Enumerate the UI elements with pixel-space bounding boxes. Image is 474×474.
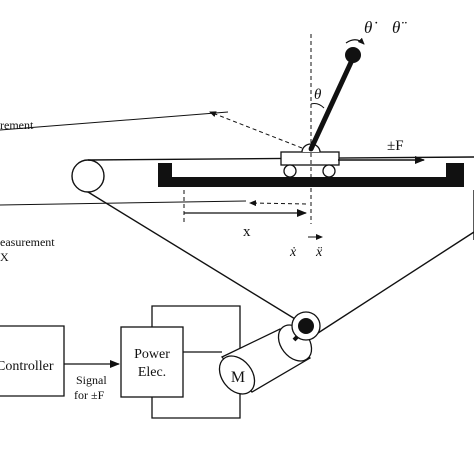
force-label: ±F — [387, 138, 404, 154]
motor-label: M — [231, 369, 245, 386]
theta-dot-label: θ̇ — [364, 18, 377, 37]
position-measurement-label-1: easurement — [0, 235, 55, 249]
x-dimension — [183, 190, 323, 240]
position-measurement-signal — [0, 200, 307, 207]
controller-label: Controller — [0, 359, 54, 374]
motor-pulley-hub — [298, 318, 314, 334]
rotation-arrow — [345, 37, 365, 45]
power-label-2: Elec. — [138, 365, 166, 380]
position-sensor-dashed — [249, 200, 307, 207]
x-ddot-label: ẍ — [315, 245, 323, 260]
angle-sensor-dashed — [209, 111, 303, 149]
power-box — [120, 326, 184, 398]
angle-measurement-signal — [0, 111, 303, 149]
cart-body — [280, 151, 340, 166]
power-label-1: Power — [134, 347, 170, 362]
angle-signal-line — [0, 111, 229, 131]
theta-label: θ — [314, 87, 322, 103]
pendulum-bob — [345, 47, 361, 63]
theta-ddot-label: θ̈ — [392, 18, 407, 37]
cart-wheel-left — [283, 164, 297, 178]
controller-box — [0, 325, 65, 397]
signal-label-2: for ±F — [74, 388, 105, 402]
motor — [218, 311, 321, 395]
cart — [280, 143, 340, 178]
motor-front-face — [218, 355, 256, 395]
pendulum-rod — [308, 56, 356, 151]
signal-label-1: Signal — [76, 373, 107, 387]
angle-measurement-label: rement — [0, 118, 34, 132]
belt-pulley — [71, 159, 105, 193]
position-signal-line — [0, 200, 247, 206]
cart-wheel-right — [322, 164, 336, 178]
belt-lower-right — [317, 231, 474, 334]
pendulum — [308, 34, 365, 224]
theta-arc — [310, 103, 325, 109]
belt-lower-left — [87, 191, 301, 323]
controller-block — [0, 325, 120, 397]
x-dot-label: ẋ — [289, 245, 297, 260]
position-measurement-label-2: X — [0, 250, 9, 264]
x-label: x — [243, 224, 251, 240]
power-electronics-block — [120, 305, 241, 419]
